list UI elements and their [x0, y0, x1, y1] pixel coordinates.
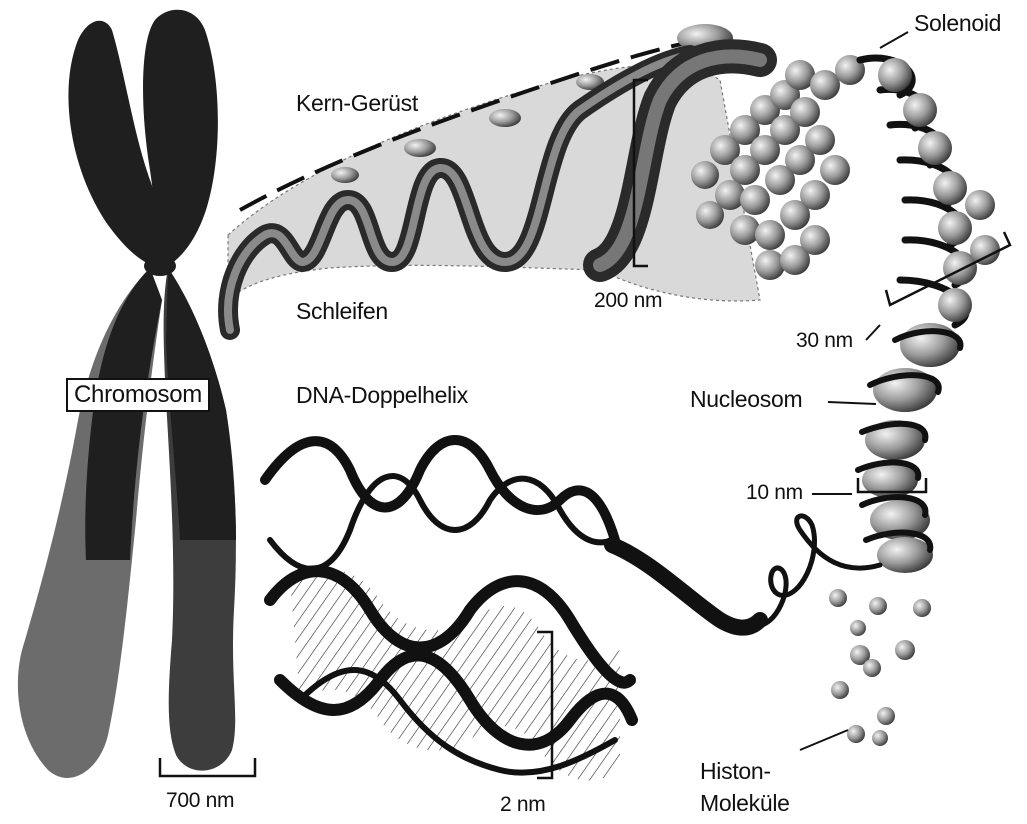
label-solenoid: Solenoid — [914, 12, 1001, 35]
label-loops: Schleifen — [296, 300, 388, 323]
label-double-helix: DNA-Doppelhelix — [296, 384, 468, 407]
label-scale-2: 2 nm — [500, 794, 546, 815]
nucleosome-fiber — [755, 323, 960, 625]
label-scaffold: Kern-Gerüst — [296, 92, 418, 115]
label-nucleosome: Nucleosom — [690, 388, 802, 411]
label-scale-30: 30 nm — [796, 330, 853, 351]
scaffold-loops — [228, 24, 760, 330]
label-histone-line2: Moleküle — [700, 792, 790, 815]
dna-double-helix — [265, 440, 760, 780]
label-scale-10: 10 nm — [746, 482, 803, 503]
label-scale-200: 200 nm — [594, 290, 662, 311]
histone-molecules — [829, 589, 931, 746]
label-histone-line1: Histon- — [700, 760, 771, 783]
label-chromosome: Chromosom — [66, 378, 210, 412]
label-scale-700: 700 nm — [166, 790, 234, 811]
